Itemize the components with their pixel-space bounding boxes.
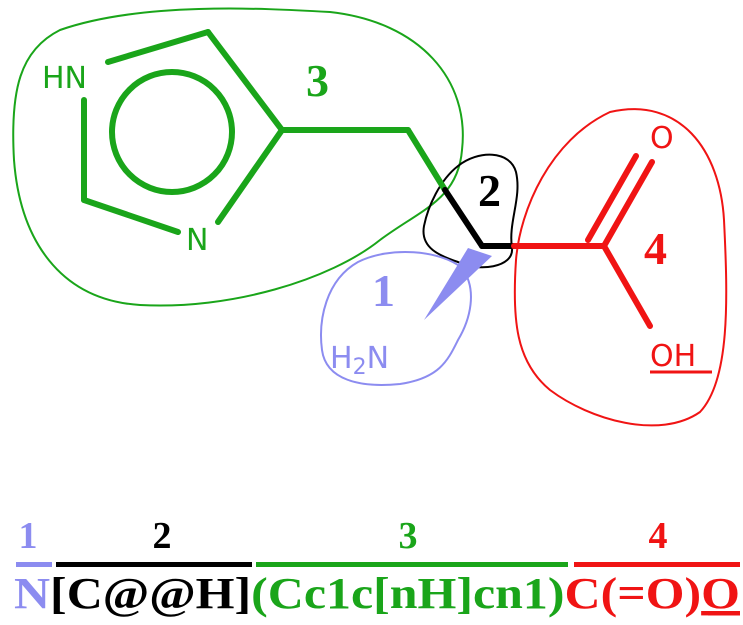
region-4-outline xyxy=(513,108,728,427)
smiles-seg-1-text: N xyxy=(14,569,50,618)
smiles-seg-2-number: 2 xyxy=(153,515,172,557)
smiles-breakdown: 1 2 3 4 N[C@@H](Cc1c[nH]cn1)C(=O)O xyxy=(14,515,740,618)
carboxyl-bonds xyxy=(511,153,655,329)
amine-wedge xyxy=(424,248,492,320)
smiles-seg-4-text: C(=O) xyxy=(565,569,702,618)
smiles-seg-2-bar xyxy=(56,562,252,567)
atom-amine: H2N xyxy=(330,341,389,380)
group-3-number: 3 xyxy=(306,55,329,106)
amine-sub: 2 xyxy=(353,355,367,380)
atom-imidazole-nh: HN xyxy=(42,61,87,96)
group-1-number: 1 xyxy=(372,265,395,316)
group-2-number: 2 xyxy=(478,165,501,216)
smiles-string: N[C@@H](Cc1c[nH]cn1)C(=O)O xyxy=(14,569,740,618)
amine-h: H xyxy=(330,341,353,376)
imidazole-ring xyxy=(81,29,448,235)
smiles-seg-3-bar xyxy=(256,562,568,567)
smiles-seg-3-number: 3 xyxy=(399,515,418,557)
region-1-outline xyxy=(320,251,472,386)
group-4-number: 4 xyxy=(644,223,667,274)
stereocenter-bonds xyxy=(442,187,517,249)
smiles-seg-4-number: 4 xyxy=(649,515,668,557)
smiles-last-char: O xyxy=(701,569,740,618)
amine-n: N xyxy=(367,341,389,376)
region-3-outline xyxy=(12,7,464,307)
smiles-seg-4-bar xyxy=(574,562,740,567)
smiles-seg-1-bar xyxy=(16,562,52,567)
smiles-seg-3-text: (Cc1c[nH]cn1) xyxy=(251,569,564,618)
region-2-outline xyxy=(422,153,519,269)
smiles-seg-1-number: 1 xyxy=(19,515,38,557)
smiles-seg-2-text: [C@@H] xyxy=(50,569,251,618)
atom-hydroxyl: OH xyxy=(650,339,696,374)
atom-imidazole-n: N xyxy=(186,223,208,258)
atom-carbonyl-o: O xyxy=(650,121,674,156)
